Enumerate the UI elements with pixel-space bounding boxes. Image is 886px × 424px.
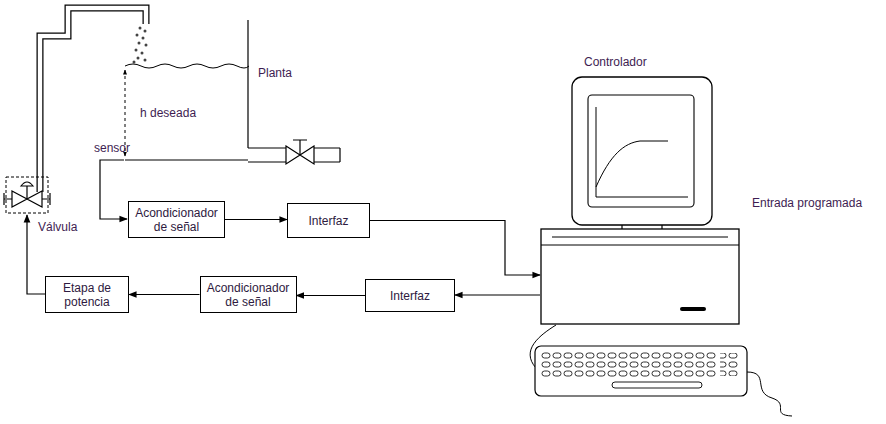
- keyboard: [535, 346, 747, 396]
- computer-part: [572, 77, 712, 225]
- box-content: Etapa de potencia: [51, 281, 123, 309]
- box-text: Interfaz: [308, 214, 348, 228]
- box-content: Interfaz: [308, 214, 348, 228]
- spacebar: [612, 382, 702, 388]
- box-content: Interfaz: [390, 289, 430, 303]
- valve-label: Válvula: [38, 220, 77, 234]
- sensor-wire: [100, 160, 127, 219]
- computer-part: [541, 229, 739, 324]
- signal-arrow: [225, 219, 287, 220]
- water-stream: [133, 27, 148, 64]
- process-box: Interfaz: [287, 203, 370, 238]
- signal-arrow: [297, 295, 366, 296]
- valve-housing: [6, 177, 48, 213]
- box-text: Etapa de potencia: [51, 281, 123, 309]
- valve-stem: [26, 186, 27, 199]
- signal-arrow: [129, 294, 200, 295]
- process-box: Interfaz: [365, 279, 455, 312]
- tank-bottom: [125, 159, 248, 160]
- plant-label: Planta: [258, 66, 292, 80]
- box-text: Interfaz: [390, 289, 430, 303]
- process-box: Acondicionador de señal: [200, 276, 297, 313]
- controller-computer: Controlador: [540, 55, 740, 325]
- keyboard-keypad: [720, 353, 738, 376]
- box-content: Acondicionador de señal: [134, 206, 219, 234]
- process-box: Etapa de potencia: [45, 276, 129, 313]
- box-text: Acondicionador de señal: [206, 281, 291, 309]
- outlet-valve-stem: [293, 140, 307, 155]
- box-text: Acondicionador de señal: [134, 206, 219, 234]
- signal-arrow: [370, 221, 540, 276]
- computer-part: [541, 237, 739, 245]
- level-label: h deseada: [140, 106, 196, 120]
- computer-part: [680, 307, 706, 311]
- keyboard-cable: [747, 372, 792, 416]
- computer-part: [596, 141, 668, 187]
- computer-illustration: [540, 55, 740, 325]
- pipe-inner: [40, 8, 146, 192]
- input-label: Entrada programada: [752, 196, 862, 210]
- valve-actuator: [21, 182, 33, 186]
- computer-part: [596, 107, 688, 197]
- water-surface: [125, 64, 249, 68]
- node-heading: Controlador: [584, 55, 647, 69]
- keyboard-keys: [541, 351, 717, 378]
- signal-arrow: [455, 294, 540, 295]
- process-box: Acondicionador de señal: [128, 201, 225, 238]
- sensor-label: sensor: [94, 141, 130, 155]
- computer-part: [588, 95, 694, 207]
- pipe: [40, 8, 146, 192]
- tank-wall: [247, 20, 248, 148]
- box-content: Acondicionador de señal: [206, 281, 291, 309]
